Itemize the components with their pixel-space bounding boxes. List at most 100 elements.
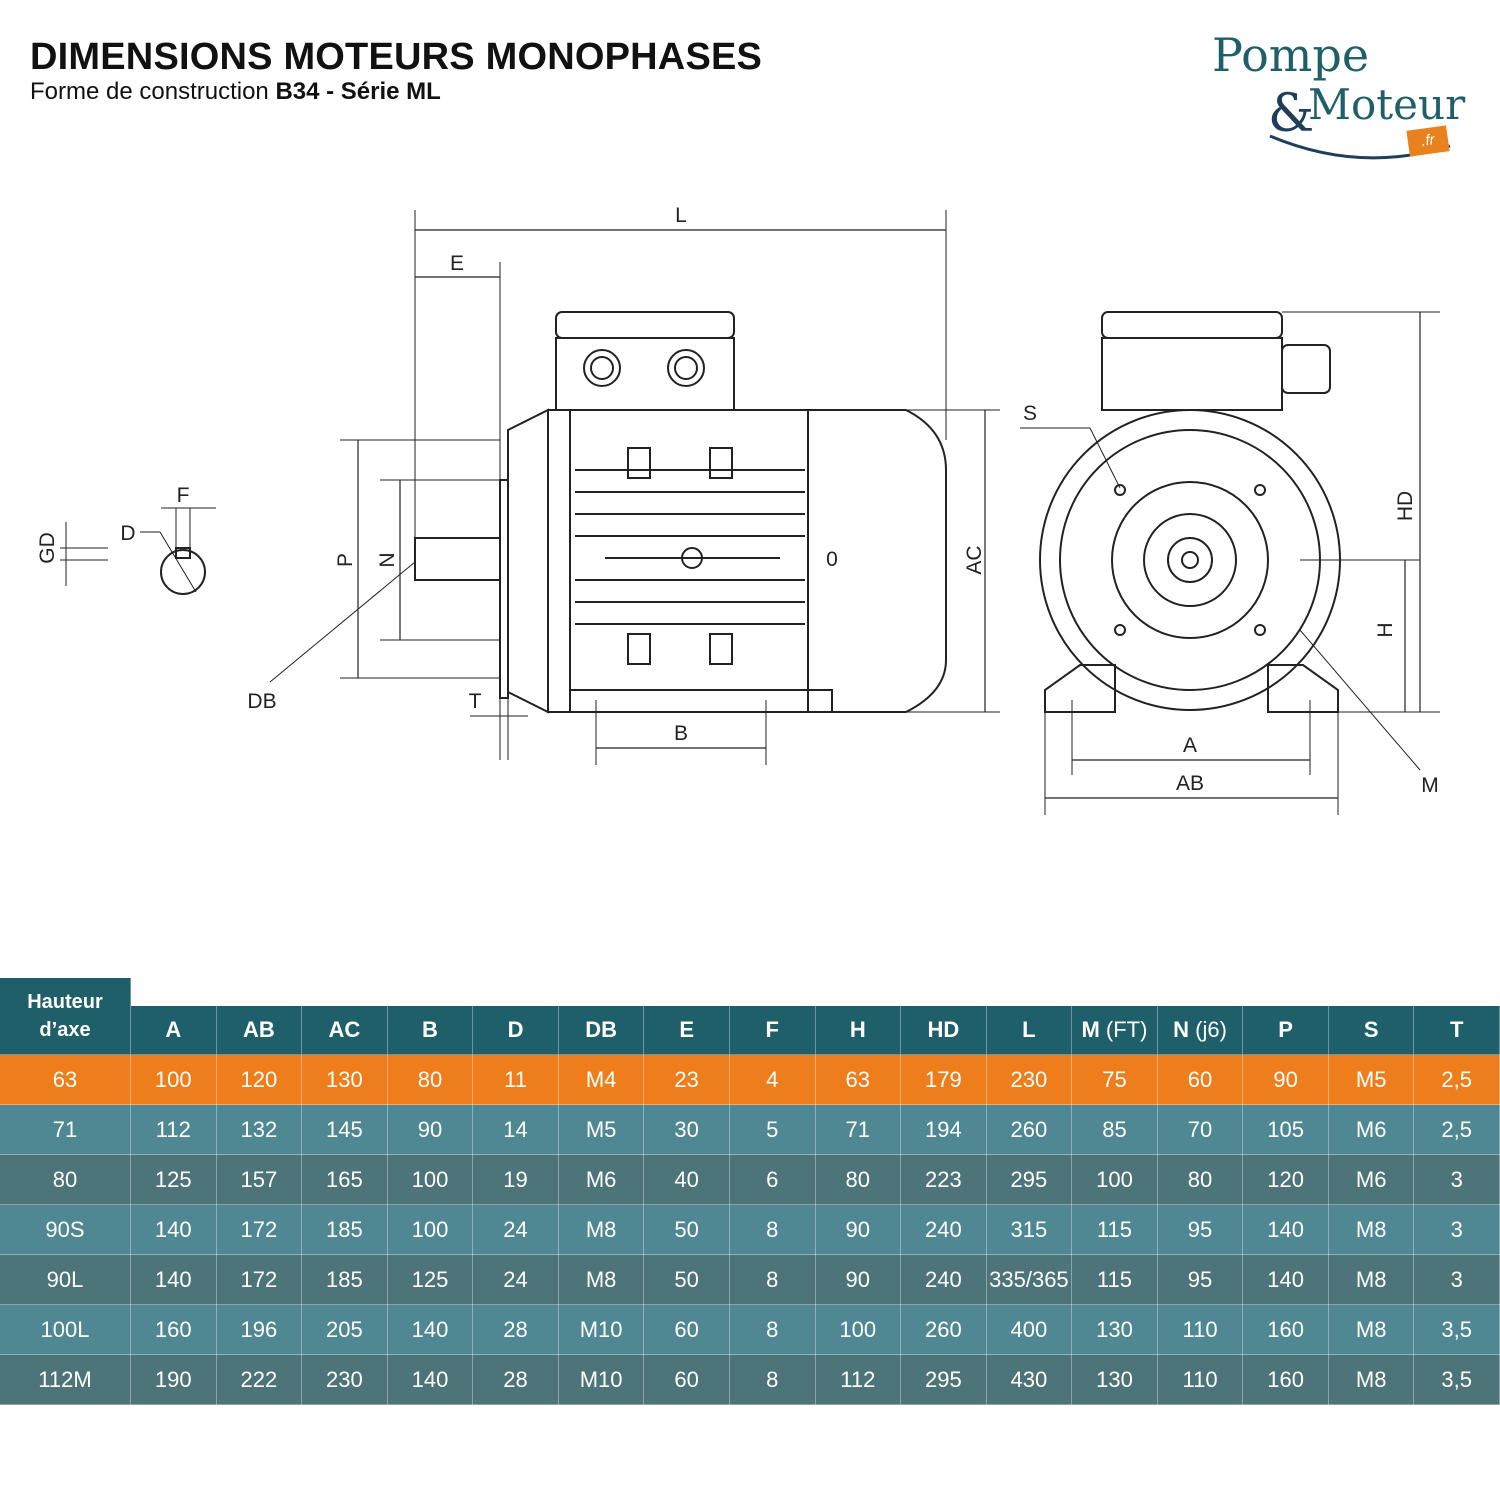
dimension-cell: 230	[301, 1354, 388, 1405]
column-header-label: B	[422, 1017, 438, 1042]
subtitle-series: B34 - Série ML	[275, 78, 441, 105]
dimension-cell: 8	[729, 1304, 816, 1355]
dimension-cell: 2,5	[1413, 1054, 1500, 1105]
logo-tld-badge: .fr	[1406, 125, 1450, 157]
column-header-label: AB	[242, 1017, 275, 1042]
dimension-cell: 165	[301, 1154, 388, 1205]
dimension-cell: 100	[815, 1304, 902, 1355]
dimension-cell: 75	[1071, 1054, 1158, 1105]
dimension-cell: 3	[1413, 1154, 1500, 1205]
dimension-cell: 28	[472, 1354, 559, 1405]
dimension-cell: 130	[301, 1054, 388, 1105]
axis-height-cell: 90L	[0, 1254, 131, 1305]
axis-height-cell: 100L	[0, 1304, 131, 1355]
dimension-cell: M6	[558, 1154, 645, 1205]
dimension-cell: 260	[900, 1304, 987, 1355]
dimension-cell: 125	[387, 1254, 474, 1305]
dimension-cell: 8	[729, 1204, 816, 1255]
dimension-cell: 112	[815, 1354, 902, 1405]
label-A: A	[1183, 734, 1197, 757]
dimension-cell: 24	[472, 1204, 559, 1255]
dimension-cell: M8	[558, 1204, 645, 1255]
column-header: F	[729, 1006, 816, 1055]
dimension-cell: M10	[558, 1304, 645, 1355]
dimension-cell: 125	[130, 1154, 217, 1205]
dimension-cell: 105	[1242, 1104, 1329, 1155]
dimension-cell: 115	[1071, 1204, 1158, 1255]
column-header: AC	[301, 1006, 388, 1055]
dimension-cell: 160	[1242, 1304, 1329, 1355]
motor-side-view	[269, 210, 1000, 765]
axis-height-cell: 80	[0, 1154, 131, 1205]
column-header: M (FT)	[1071, 1006, 1158, 1055]
dimension-cell: 63	[815, 1054, 902, 1105]
dimension-cell: 19	[472, 1154, 559, 1205]
label-AB: AB	[1176, 772, 1204, 795]
label-AC: AC	[963, 545, 986, 574]
dimension-cell: 140	[130, 1204, 217, 1255]
dimension-cell: 60	[643, 1304, 730, 1355]
dimension-cell: 230	[986, 1054, 1073, 1105]
axis-height-cell: 63	[0, 1054, 131, 1105]
column-header-unit: (FT)	[1099, 1017, 1148, 1042]
dimension-cell: 185	[301, 1204, 388, 1255]
dimension-cell: 145	[301, 1104, 388, 1155]
dimension-cell: 240	[900, 1204, 987, 1255]
header-axis-height: Hauteur d’axe	[0, 978, 131, 1055]
label-zero: 0	[826, 548, 838, 571]
header-axis-line2: d’axe	[39, 1019, 91, 1041]
dimension-cell: M8	[1328, 1204, 1415, 1255]
dimension-cell: M6	[1328, 1104, 1415, 1155]
dimension-cell: 160	[1242, 1354, 1329, 1405]
dimension-cell: 196	[216, 1304, 303, 1355]
dimension-cell: 8	[729, 1254, 816, 1305]
dimension-cell: M10	[558, 1354, 645, 1405]
brand-logo: Pompe & Moteur .fr	[1200, 24, 1480, 174]
label-T: T	[469, 690, 482, 713]
column-header: AB	[216, 1006, 303, 1055]
column-header-label: F	[765, 1017, 779, 1042]
dimension-cell: 100	[387, 1154, 474, 1205]
dimension-cell: 194	[900, 1104, 987, 1155]
dimension-cell: M8	[1328, 1304, 1415, 1355]
dimension-cell: 80	[815, 1154, 902, 1205]
column-header: B	[387, 1006, 474, 1055]
dimension-cell: 205	[301, 1304, 388, 1355]
column-header: E	[643, 1006, 730, 1055]
dimension-cell: 120	[216, 1054, 303, 1105]
dimension-cell: 130	[1071, 1354, 1158, 1405]
column-header-label: AC	[328, 1017, 361, 1042]
dimension-cell: 2,5	[1413, 1104, 1500, 1155]
logo-word-moteur: Moteur	[1308, 80, 1466, 129]
label-N: N	[376, 552, 399, 567]
dimension-cell: 24	[472, 1254, 559, 1305]
dimension-cell: 120	[1242, 1154, 1329, 1205]
dimension-cell: 60	[1157, 1054, 1244, 1105]
column-header-label: D	[507, 1017, 524, 1042]
dimension-cell: 260	[986, 1104, 1073, 1155]
label-H: H	[1374, 622, 1397, 637]
dimension-cell: 14	[472, 1104, 559, 1155]
dimension-cell: 140	[1242, 1254, 1329, 1305]
column-header-label: N	[1173, 1017, 1190, 1042]
dimension-cell: 335/365	[986, 1254, 1073, 1305]
label-E: E	[450, 252, 464, 275]
column-header: T	[1413, 1006, 1500, 1055]
dimension-cell: M5	[1328, 1054, 1415, 1105]
dimension-cell: 3	[1413, 1204, 1500, 1255]
dimension-cell: 185	[301, 1254, 388, 1305]
column-header-label: HD	[927, 1017, 960, 1042]
dimension-cell: 112	[130, 1104, 217, 1155]
dimension-cell: 90	[815, 1204, 902, 1255]
label-D: D	[120, 522, 135, 545]
label-B: B	[674, 722, 688, 745]
label-S: S	[1023, 402, 1037, 425]
column-header-label: DB	[585, 1017, 617, 1042]
